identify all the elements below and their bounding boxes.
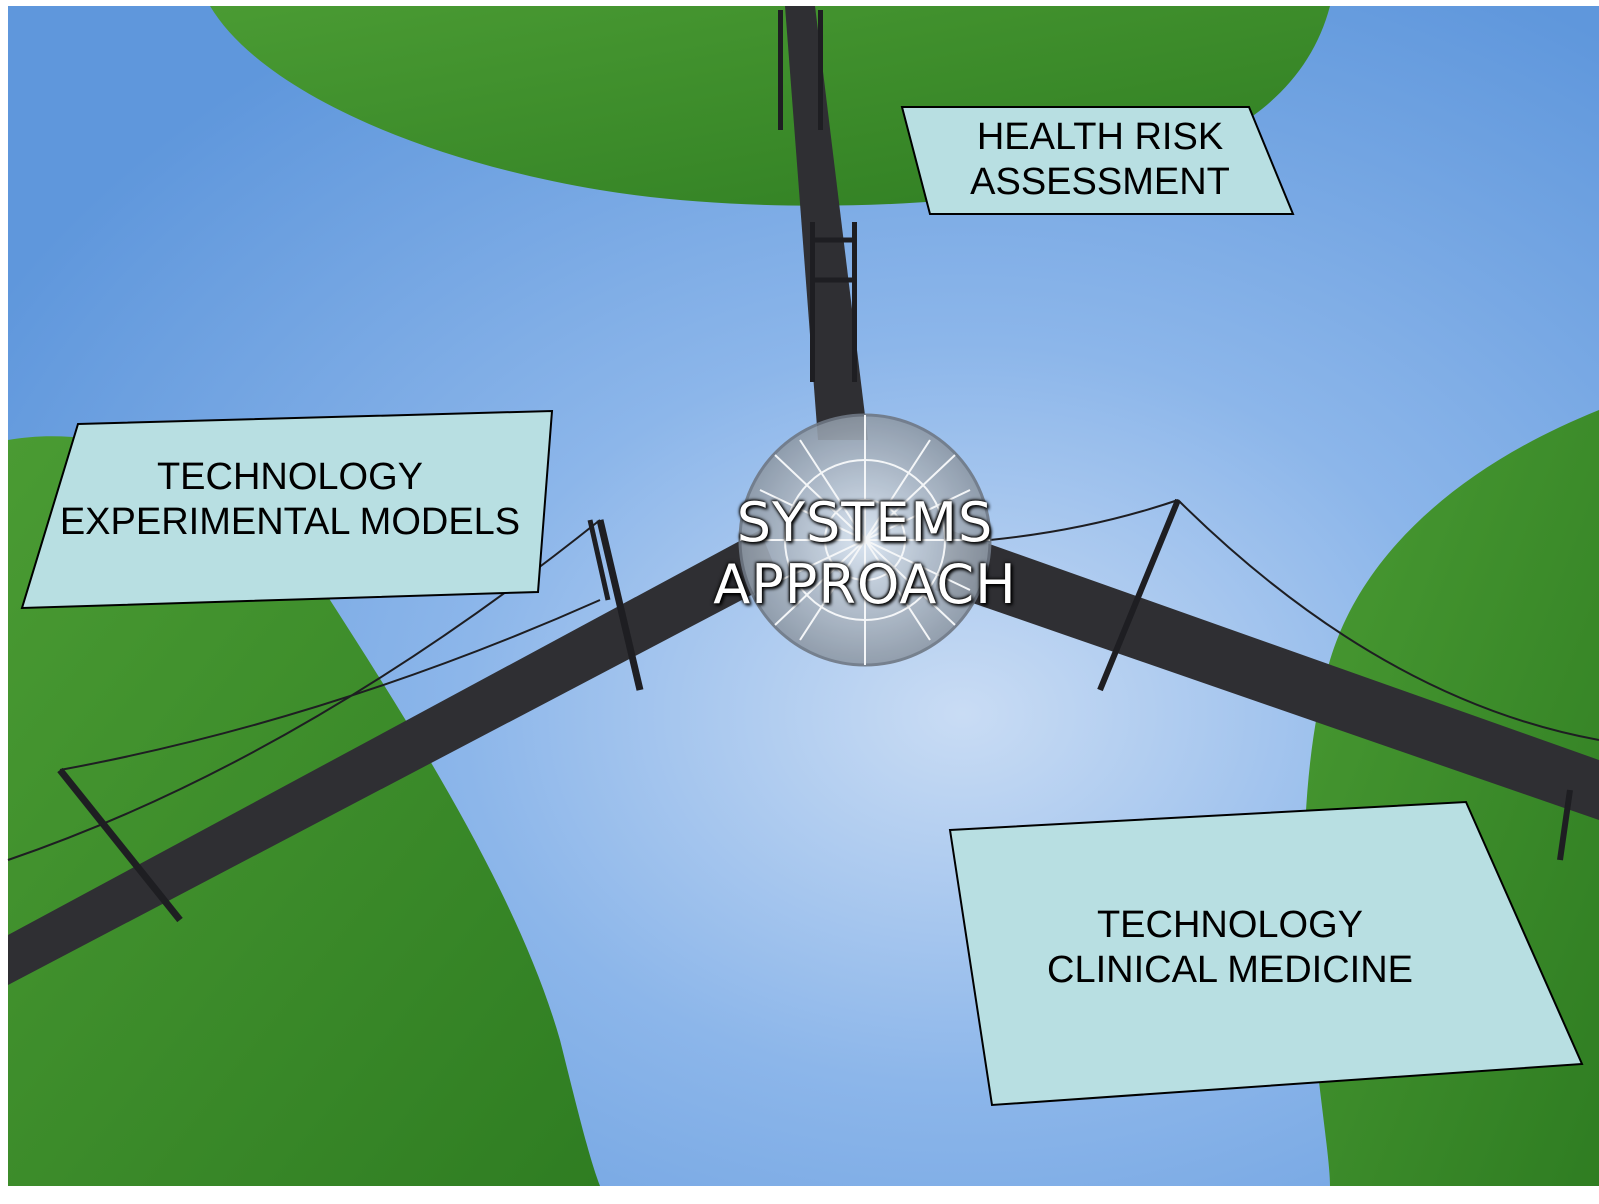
experimental-line-2: EXPERIMENTAL MODELS: [59, 501, 521, 543]
health-risk-line-1: HEALTH RISK: [976, 116, 1224, 158]
center-title: SYSTEMS APPROACH: [690, 492, 1040, 616]
geodesic-dome-icon: [738, 413, 992, 667]
center-title-line-2: APPROACH: [713, 553, 1017, 616]
clinical-medicine-label: TECHNOLOGY CLINICAL MEDICINE: [1010, 903, 1450, 993]
bridge-north: [778, 6, 868, 440]
bridge-southeast: [935, 498, 1599, 861]
bridge-southwest: [7, 519, 780, 985]
health-risk-box: [900, 106, 1295, 215]
experimental-line-1: TECHNOLOGY: [156, 456, 424, 498]
center-title-line-1: SYSTEMS: [736, 491, 994, 554]
clinical-medicine-box: [948, 800, 1584, 1107]
health-risk-label: HEALTH RISK ASSESSMENT: [930, 115, 1270, 205]
experimental-models-box: [20, 409, 554, 610]
clinical-line-2: CLINICAL MEDICINE: [1047, 949, 1413, 991]
experimental-models-label: TECHNOLOGY EXPERIMENTAL MODELS: [40, 455, 540, 545]
health-risk-line-2: ASSESSMENT: [970, 161, 1230, 203]
clinical-line-1: TECHNOLOGY: [1096, 904, 1364, 946]
